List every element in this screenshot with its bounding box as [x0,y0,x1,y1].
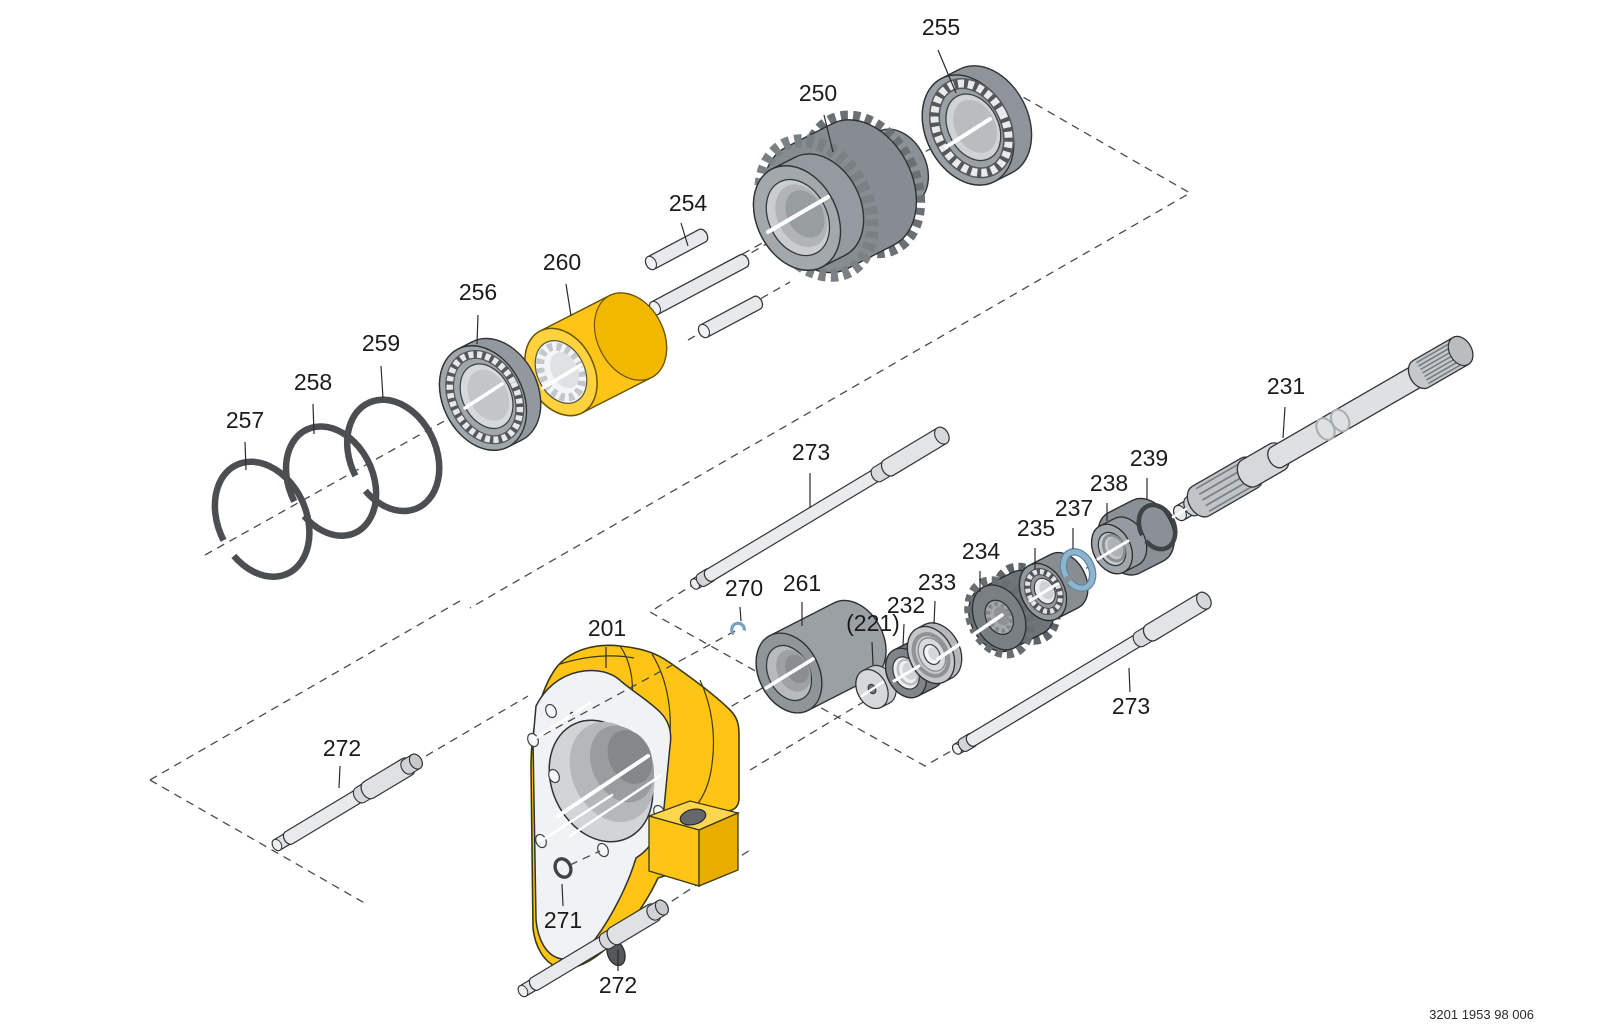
part-labels: 255 250 254 260 256 259 258 257 273 231 … [226,14,1305,998]
part-label-273-lower: 273 [1112,693,1150,719]
part-label-257: 257 [226,407,264,433]
part-233-bearing-race [906,622,963,685]
part-label-233: 233 [918,569,956,595]
part-258-retaining-ring [282,423,380,539]
part-label-273-upper: 273 [792,439,830,465]
part-label-231: 231 [1267,373,1305,399]
part-label-260: 260 [543,249,581,275]
part-label-221: (221) [846,610,900,636]
part-272-guide-pin-lower [517,899,669,998]
part-label-256: 256 [459,279,497,305]
part-257-retaining-ring [211,458,313,580]
part-label-272-upper: 272 [323,735,361,761]
part-239-circlip [1136,502,1178,552]
part-label-250: 250 [799,80,837,106]
part-237-circlip-blue [1059,548,1097,592]
part-270-clip [730,621,746,636]
part-271-o-ring [553,857,573,879]
part-272-guide-pin-upper [271,753,423,852]
part-254-pins [644,228,764,339]
part-label-234: 234 [962,538,1001,564]
part-label-258: 258 [294,369,332,395]
part-label-235: 235 [1017,515,1055,541]
part-273-push-rod-lower [952,591,1212,755]
part-label-271: 271 [544,907,582,933]
part-label-232: 232 [887,592,925,618]
part-260-splined-sleeve [524,292,668,417]
drawing-number: 3201 1953 98 006 [1429,1007,1534,1022]
part-label-201: 201 [588,615,626,641]
part-label-255: 255 [922,14,960,40]
part-label-239: 239 [1130,445,1168,471]
part-label-259: 259 [362,330,400,356]
part-201-gear-housing [527,644,741,969]
part-273-push-rod-upper [690,426,950,590]
axis-highlights [463,117,1188,843]
part-label-270: 270 [725,575,763,601]
housing-alignment-dashes [535,630,736,866]
part-label-272-lower: 272 [599,972,637,998]
part-label-254: 254 [669,190,708,216]
part-250-clutch-gear [752,110,930,282]
part-231-splined-shaft [1172,335,1474,522]
part-259-retaining-ring [343,396,443,515]
part-label-261: 261 [783,570,821,596]
part-label-238: 238 [1090,470,1128,496]
part-label-237: 237 [1055,495,1093,521]
